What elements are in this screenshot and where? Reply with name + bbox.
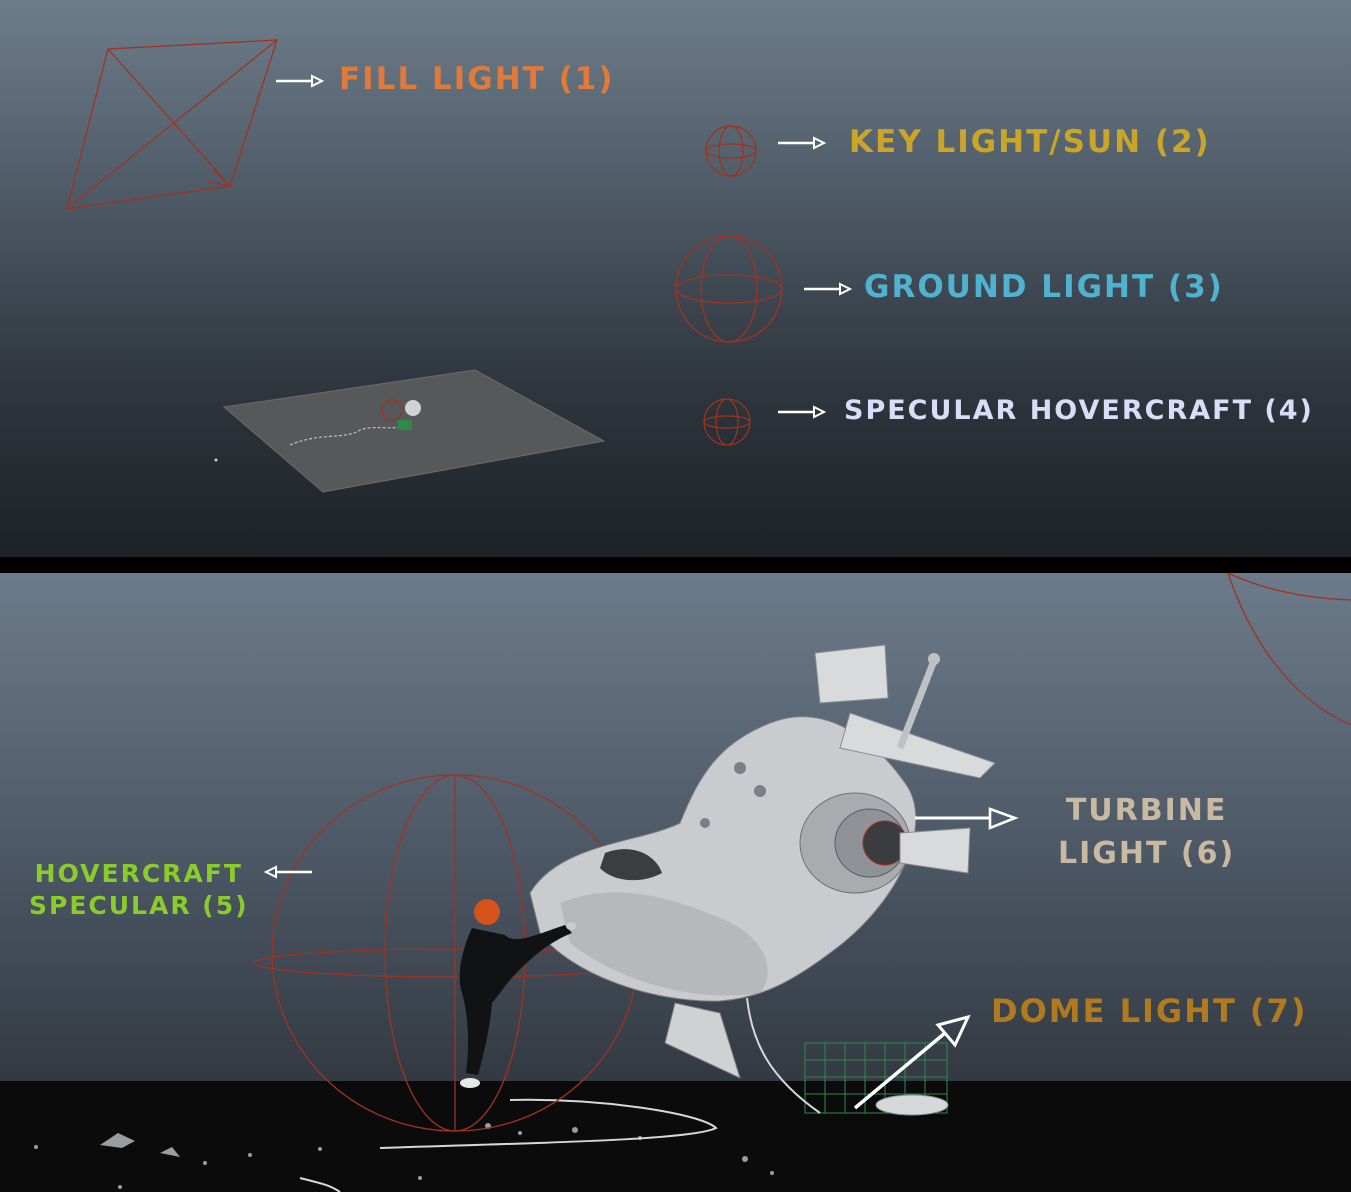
arrow-left-icon [263, 865, 312, 879]
label-line: LIGHT (6) [1058, 836, 1236, 871]
hovercraft-closeup-viewport: HOVERCRAFT SPECULAR (5) TURBINE LIGHT (6… [0, 573, 1351, 1192]
arrow-up-right-icon [853, 1014, 971, 1110]
hovercraft-model [529, 644, 996, 1079]
ground-light-gizmo [675, 235, 783, 343]
arrow-right-icon [915, 807, 1019, 830]
ground-light-arc [1227, 573, 1351, 726]
label-line: SPECULAR (5) [29, 891, 249, 920]
label-specular-hovercraft: SPECULAR HOVERCRAFT (4) [844, 395, 1314, 426]
ground-curve [379, 1098, 718, 1149]
label-fill-light: FILL LIGHT (1) [339, 61, 615, 97]
overview-arrows [276, 74, 853, 419]
label-dome-light: DOME LIGHT (7) [991, 992, 1308, 1030]
dome-light-base [875, 1094, 949, 1116]
key-light-gizmo [705, 125, 757, 177]
arrow-right-icon [778, 136, 827, 150]
character-figure [459, 899, 576, 1088]
label-line: TURBINE [1065, 793, 1228, 828]
closeup-scene [0, 573, 1351, 1192]
scene-overview-viewport: FILL LIGHT (1) KEY LIGHT/SUN (2) GROUND … [0, 0, 1351, 557]
panel-divider [0, 557, 1351, 573]
specular-hovercraft-gizmo [703, 398, 751, 446]
fill-light-gizmo [66, 39, 278, 210]
arrow-right-icon [778, 405, 827, 419]
ground-plane [214, 369, 606, 493]
label-turbine-light: TURBINE LIGHT (6) [1058, 789, 1235, 875]
label-key-light: KEY LIGHT/SUN (2) [849, 124, 1211, 160]
overview-wireframes [66, 39, 853, 493]
label-ground-light: GROUND LIGHT (3) [864, 269, 1224, 305]
label-hovercraft-specular: HOVERCRAFT SPECULAR (5) [29, 858, 249, 922]
arrow-right-icon [276, 74, 325, 88]
arrow-right-icon [804, 282, 853, 296]
label-line: HOVERCRAFT [34, 859, 243, 888]
